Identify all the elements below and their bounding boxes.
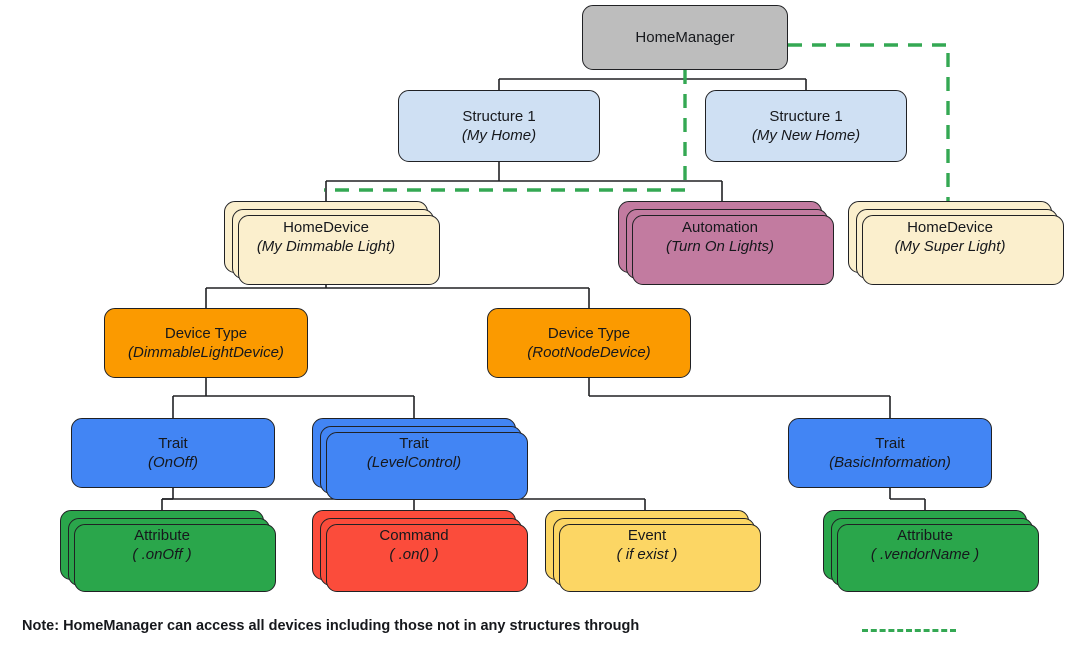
node-label-line2: (LevelControl) xyxy=(366,454,462,471)
node-attribute-vendorname[interactable]: Attribute ( .vendorName ) xyxy=(823,510,1027,580)
node-label-line1: HomeDevice xyxy=(907,218,993,236)
node-label-line2: (My New Home) xyxy=(751,127,861,144)
node-label-line1: Command xyxy=(379,526,449,544)
node-label-line1: Structure 1 xyxy=(769,107,843,125)
node-label-line1: Trait xyxy=(399,434,429,452)
node-label-line1: Automation xyxy=(682,218,758,236)
node-label-line1: Structure 1 xyxy=(462,107,536,125)
node-label-line2: ( .vendorName ) xyxy=(870,546,980,563)
node-label-line1: HomeManager xyxy=(635,28,735,46)
node-label-line2: (RootNodeDevice) xyxy=(527,344,651,361)
node-label-line1: Device Type xyxy=(547,324,631,342)
node-trait-levelcontrol[interactable]: Trait (LevelControl) xyxy=(312,418,516,488)
node-trait-onoff[interactable]: Trait (OnOff) xyxy=(71,418,275,488)
node-structure-my-home[interactable]: Structure 1 (My Home) xyxy=(398,90,600,162)
node-command-on[interactable]: Command ( .on() ) xyxy=(312,510,516,580)
node-trait-basicinformation[interactable]: Trait (BasicInformation) xyxy=(788,418,992,488)
node-automation-turn-on-lights[interactable]: Automation (Turn On Lights) xyxy=(618,201,822,273)
node-label-line2: (BasicInformation) xyxy=(829,454,951,471)
node-label-line1: Trait xyxy=(875,434,905,452)
node-label-line1: Trait xyxy=(158,434,188,452)
node-label-line1: Attribute xyxy=(134,526,190,544)
node-label-line1: HomeDevice xyxy=(283,218,369,236)
footnote-text: Note: HomeManager can access all devices… xyxy=(22,618,640,634)
node-label-line1: Attribute xyxy=(897,526,953,544)
node-devicetype-rootnodedevice[interactable]: Device Type (RootNodeDevice) xyxy=(487,308,691,378)
node-event-if-exist[interactable]: Event ( if exist ) xyxy=(545,510,749,580)
node-home-manager[interactable]: HomeManager xyxy=(582,5,788,70)
node-homedevice-my-dimmable-light[interactable]: HomeDevice (My Dimmable Light) xyxy=(224,201,428,273)
node-label-line2: (My Home) xyxy=(461,127,537,144)
node-label-line2: ( .onOff ) xyxy=(132,546,192,563)
node-label-line2: (Turn On Lights) xyxy=(665,238,775,255)
node-label-line2: ( if exist ) xyxy=(616,546,678,563)
footnote-legend-dash xyxy=(862,629,956,632)
node-homedevice-my-super-light[interactable]: HomeDevice (My Super Light) xyxy=(848,201,1052,273)
node-label-line1: Event xyxy=(627,526,667,544)
node-label-line2: ( .on() ) xyxy=(389,546,439,563)
node-label-line2: (OnOff) xyxy=(147,454,198,471)
node-structure-my-new-home[interactable]: Structure 1 (My New Home) xyxy=(705,90,907,162)
node-devicetype-dimmablelightdevice[interactable]: Device Type (DimmableLightDevice) xyxy=(104,308,308,378)
node-label-line2: (My Super Light) xyxy=(894,238,1006,255)
node-label-line1: Device Type xyxy=(164,324,248,342)
node-attribute-onoff[interactable]: Attribute ( .onOff ) xyxy=(60,510,264,580)
node-label-line2: (My Dimmable Light) xyxy=(256,238,396,255)
node-label-line2: (DimmableLightDevice) xyxy=(128,344,284,361)
